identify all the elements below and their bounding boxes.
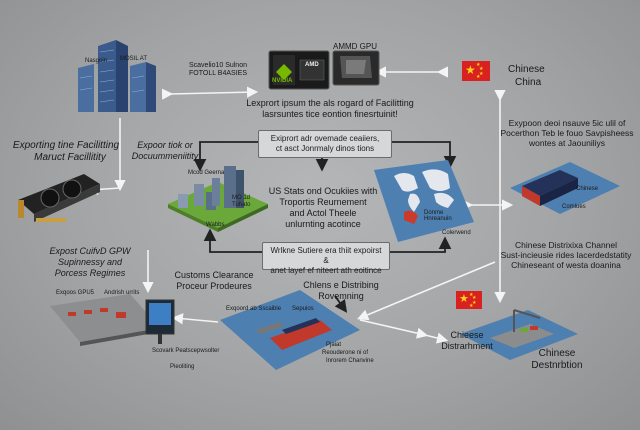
ship-label-c: Pjaiat [326,342,342,348]
arrow-ship-to-distribution [359,319,429,339]
map-label-b: Hnreanuin [424,216,452,222]
city-label-c: Tuhato [232,202,251,208]
city-label-a: Mcod Geerna [188,170,225,176]
arrow-distributing-down [334,295,348,313]
nvidia-label: NVIDIA [272,78,293,84]
china-flag-icon-bottom: ★ ★ ★ ★ ★ [456,291,482,309]
skyscraper-illustration [78,40,156,112]
city-buildings-illustration [168,166,268,232]
assembly-label-d: Pieoliting [170,364,195,370]
assembly-label-b: Andrish urrits [104,290,140,296]
china-top-line1: Chinese [508,64,545,75]
arrow-box-bottom-left [203,228,262,253]
ship-label-a: Exqoord ab Sscaible [226,306,282,312]
ship-label-d: Reouderone ni of [322,350,369,356]
customs-caption: Customs Clearance Proceur Prodeures [174,270,254,291]
gpu-card-illustration [18,174,100,222]
center-bottom-box: Wrlkne Sutiere era thiit expoirst & anet… [262,242,390,275]
top-center-caption: Scavelio10 Sulnon FOTOLL B4ASIES [189,62,247,77]
arrow-assembly-to-ship [171,313,219,325]
assembly-label-a: Exqoos GPU5 [56,290,95,296]
assembly-line-illustration [50,294,175,346]
ship-label-b: Sepuios [292,306,314,312]
arrow-box-bottom-right [390,236,452,253]
arrow-channel-to-ship [357,261,496,321]
right-description: Exypoon deoi nsauve 5ic ulil of Pocertho… [500,118,634,148]
china-flag-icon: ★ ★ ★ ★ ★ [462,61,490,81]
china-top-line2: China [515,77,542,88]
map-label-c: Colerwend [442,230,471,236]
nvidia-amd-chip-illustration [268,50,330,90]
map-label-a: Donme [424,210,444,216]
building-caption-a: Nasgoin [85,58,108,64]
distribution-left-caption: Chieese Distrarhment [441,330,493,351]
left-mid-caption: Expost CuifvD GPW Supinnessy and Porcess… [49,246,131,278]
channel-description: Chinese Distrixixa Channel Sust-incieusi… [500,240,632,270]
distribution-right-caption: Chinese Destnrbtion [531,348,583,371]
world-map-illustration [374,160,474,242]
ship-label-e: Inrorem Chanvine [326,358,374,364]
left-title-line1: Exporting tine Facilitting [12,140,120,151]
center-top-box: Exiprort adr ovemade ceaiiers, ct asct J… [258,130,392,158]
left-sub-caption: Expoor tiok or Docuummeniitity [131,140,199,161]
arrow-distribution-to-right [424,332,449,344]
distributing-caption: Chlens e Distribing Rovemning [303,280,379,301]
center-mid-text: US Stats ond Ocukiies with Troportis Reu… [268,186,378,229]
shipping-container-illustration [510,162,620,214]
arrow-box-top-right [392,141,457,169]
main-caption: Lexprort ipsum the als rogard of Facilit… [246,98,414,119]
building-caption-b: MOSIL AT [120,56,148,62]
amd-gpu-chip-illustration [332,50,380,86]
amd-label: AMD [305,62,319,68]
city-label-b: MO 1d [232,195,251,201]
container-label-a: Chinese [576,186,599,192]
left-title-line2: Maruct Facillitity [34,152,106,163]
arrow-building-to-gpu [161,86,259,100]
assembly-label-c: Scovark Peatscepwsolter [152,348,220,354]
city-label-d: Wabbs [206,222,225,228]
container-label-b: Comlues [562,204,586,210]
arrow-box-top-left [193,141,258,172]
amd-gpu-label: AMMD GPU [333,42,377,51]
port-crane-illustration [460,309,578,360]
cargo-ship-illustration [220,290,360,370]
